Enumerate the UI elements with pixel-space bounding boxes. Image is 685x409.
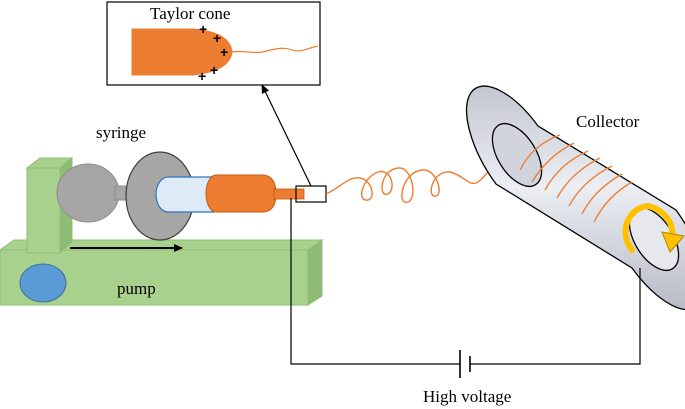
fiber-winding — [556, 157, 601, 199]
pump-knob — [19, 263, 67, 303]
collector-drum: Collector — [465, 85, 685, 311]
syringe-pump: pump — [0, 156, 324, 306]
wound-fibers — [519, 134, 633, 223]
charge-sign: + — [220, 44, 228, 60]
syringe-label: syringe — [96, 123, 146, 142]
taylor-cone-inset: Taylor cone + + + + + — [106, 1, 321, 86]
fiber-winding — [544, 150, 589, 191]
taylor-cone-jet — [231, 45, 319, 54]
charge-sign: + — [210, 62, 218, 78]
collector-end-cap — [491, 123, 543, 187]
pump-base-side — [307, 239, 323, 306]
plunger-thumb — [56, 163, 120, 223]
zoom-arrow — [261, 84, 312, 187]
charge-sign: + — [199, 21, 207, 37]
voltage-circuit — [290, 198, 641, 378]
charge-sign: + — [198, 68, 206, 84]
rotation-arrow-head — [661, 231, 685, 253]
circuit-wire-right — [470, 268, 641, 365]
fiber-winding — [519, 134, 561, 171]
pump-post-front — [26, 167, 61, 254]
syringe: syringe — [56, 123, 305, 241]
charge-sign: + — [213, 30, 221, 46]
fiber-winding — [581, 173, 623, 215]
fiber-winding — [568, 165, 613, 207]
fiber-winding — [531, 142, 575, 183]
voltage-label: High voltage — [423, 387, 511, 406]
syringe-barrel — [155, 176, 215, 213]
pump-label: pump — [117, 279, 156, 298]
taylor-cone-shape — [131, 28, 233, 76]
inset-title: Taylor cone — [150, 4, 230, 23]
fiber-winding — [593, 181, 633, 223]
circuit-wire-left — [290, 198, 460, 365]
syringe-needle — [273, 188, 305, 200]
rotation-arrow-icon — [622, 203, 651, 253]
polymer-solution — [205, 174, 277, 213]
collector-label: Collector — [576, 112, 640, 131]
fiber-jet — [325, 151, 513, 203]
